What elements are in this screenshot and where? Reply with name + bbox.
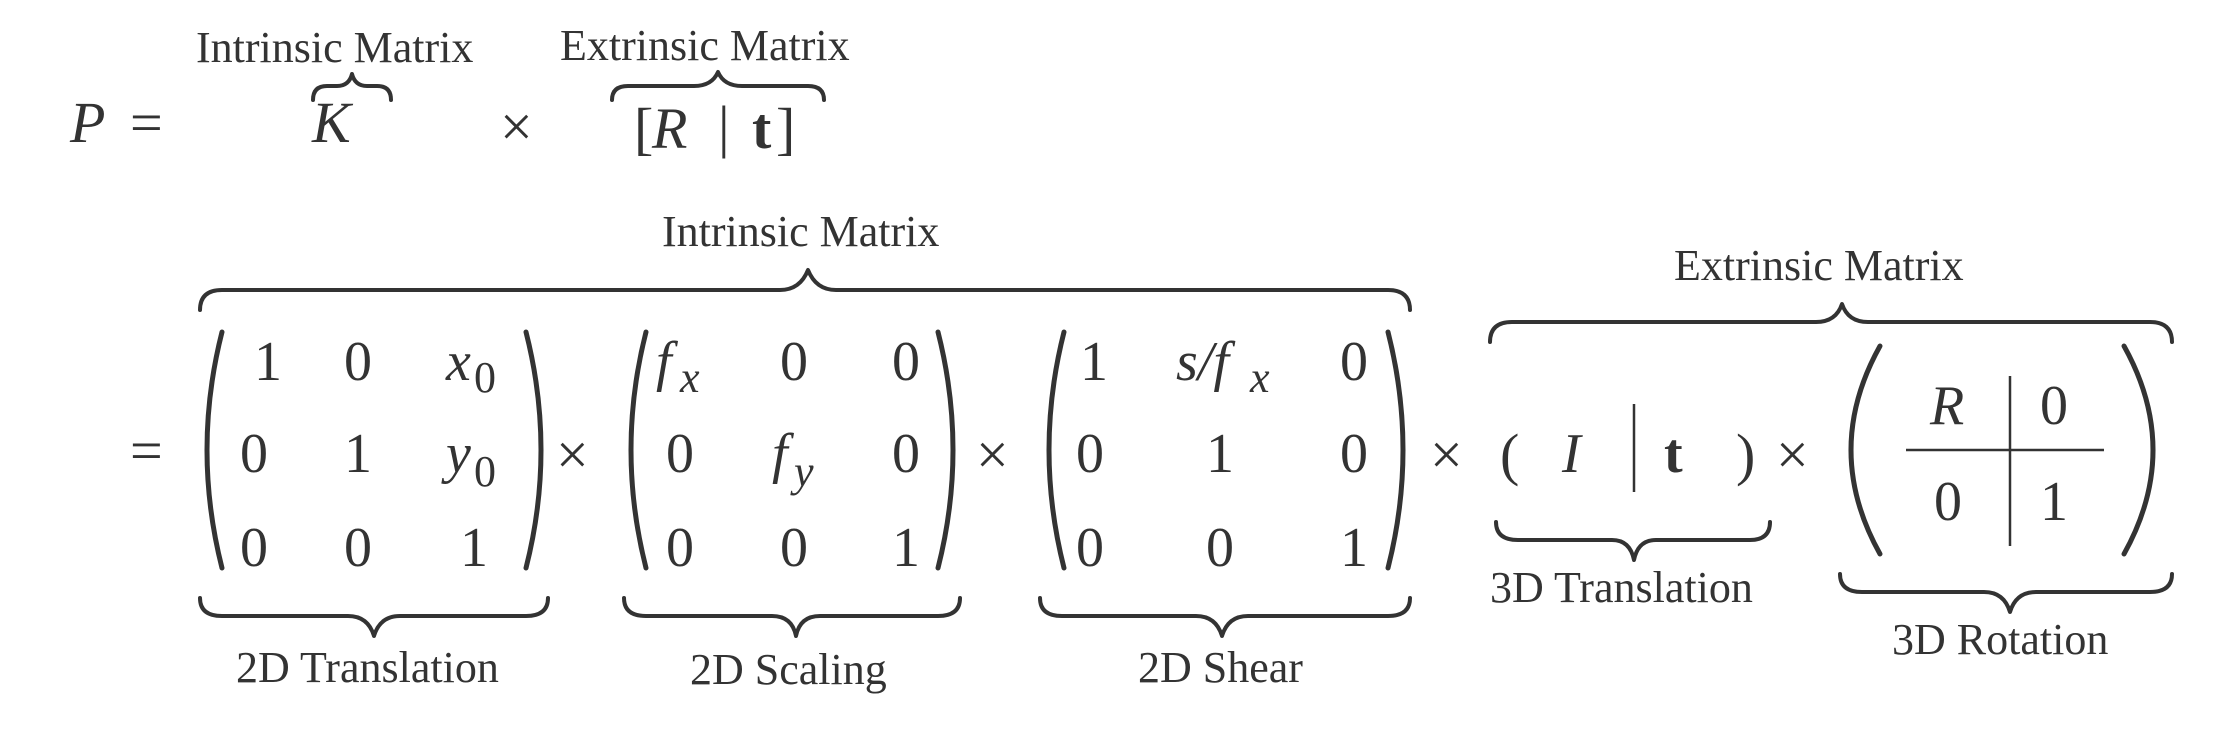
shear2d-left-paren [1046,329,1067,571]
scaling2d-subscript-fy: y [790,447,814,496]
shear2d-cell-r2c3: 0 [1340,423,1368,485]
intrinsic-overbrace-row1 [311,72,393,102]
translation2d-cell-r1c2: 0 [344,331,372,393]
extrinsic-t: t [752,96,772,161]
translation3d-open-paren: ( [1500,422,1519,487]
shear2d-cell-r1c2: s/f [1176,331,1236,393]
intrinsic-matrix-label-row2: Intrinsic Matrix [662,207,939,256]
translation3d-identity: I [1561,423,1583,485]
extrinsic-separator: | [718,94,730,159]
extrinsic-overbrace-row2 [1488,302,2174,344]
shear2d-cell-r3c2: 0 [1206,517,1234,579]
translation2d-cell-r2c3: y [441,423,471,485]
projection-matrix-symbol: P [69,90,105,155]
translation2d-subscript-y0: 0 [474,447,496,496]
translation3d-t: t [1664,423,1683,485]
scaling2d-cell-r1c2: 0 [780,331,808,393]
translation2d-left-paren [204,329,225,571]
translation3d-underbrace [1494,520,1772,562]
translation2d-cell-r2c2: 1 [344,423,372,485]
translation2d-cell-r3c2: 0 [344,517,372,579]
shear2d-cell-r1c3: 0 [1340,331,1368,393]
translation2d-cell-r1c1: 1 [254,331,282,393]
translation3d-label: 3D Translation [1490,563,1753,612]
extrinsic-R: R [651,96,687,161]
rotation3d-cell-bottom-left: 0 [1934,471,1962,533]
scaling2d-cell-r3c2: 0 [780,517,808,579]
extrinsic-overbrace-row1 [610,70,826,102]
rotation3d-cell-bottom-right: 1 [2040,471,2068,533]
times-sign-4: × [1776,422,1809,487]
times-sign-2: × [976,422,1009,487]
shear2d-cell-r3c3: 1 [1340,517,1368,579]
shear2d-underbrace [1038,596,1412,638]
scaling2d-label: 2D Scaling [690,645,887,694]
extrinsic-matrix-label-row2: Extrinsic Matrix [1674,241,1964,290]
translation2d-cell-r1c3: x [445,331,471,393]
times-sign-1: × [556,422,589,487]
translation2d-underbrace [198,596,550,638]
scaling2d-underbrace [622,596,962,638]
translation2d-right-paren [523,329,544,571]
rotation3d-cell-R: R [1929,375,1964,437]
shear2d-cell-r1c1: 1 [1080,331,1108,393]
equals-sign-row2: = [130,418,163,483]
scaling2d-cell-r2c2: f [772,423,795,485]
intrinsic-symbol-K: K [311,90,354,155]
rotation3d-underbrace [1838,572,2174,614]
translation2d-subscript-x0: 0 [474,353,496,402]
translation2d-cell-r2c1: 0 [240,423,268,485]
shear2d-cell-r2c1: 0 [1076,423,1104,485]
shear2d-subscript-fx: x [1249,353,1270,402]
translation2d-cell-r3c3: 1 [460,517,488,579]
scaling2d-cell-r2c1: 0 [666,423,694,485]
shear2d-right-paren [1385,329,1406,571]
scaling2d-right-paren [935,329,956,571]
scaling2d-subscript-fx: x [679,353,700,402]
rotation3d-right-paren [2121,343,2156,557]
scaling2d-cell-r1c3: 0 [892,331,920,393]
shear2d-label: 2D Shear [1138,643,1303,692]
translation2d-cell-r3c1: 0 [240,517,268,579]
shear2d-cell-r3c1: 0 [1076,517,1104,579]
scaling2d-cell-r3c3: 1 [892,517,920,579]
extrinsic-matrix-label-row1: Extrinsic Matrix [560,21,850,70]
extrinsic-open-bracket: [ [634,96,653,161]
translation2d-label: 2D Translation [236,643,499,692]
extrinsic-close-bracket: ] [776,96,795,161]
times-sign-row1: × [500,94,533,159]
rotation3d-label: 3D Rotation [1892,615,2108,664]
scaling2d-left-paren [628,329,649,571]
scaling2d-cell-r1c1: f [656,331,679,393]
rotation3d-left-paren [1848,343,1883,557]
shear2d-cell-r2c2: 1 [1206,423,1234,485]
scaling2d-cell-r3c1: 0 [666,517,694,579]
scaling2d-cell-r2c3: 0 [892,423,920,485]
intrinsic-matrix-label-row1: Intrinsic Matrix [196,23,473,72]
rotation3d-cell-top-right: 0 [2040,375,2068,437]
intrinsic-overbrace-row2 [198,268,1412,312]
translation3d-close-paren: ) [1736,422,1755,487]
times-sign-3: × [1430,422,1463,487]
equals-sign-row1: = [130,90,163,155]
